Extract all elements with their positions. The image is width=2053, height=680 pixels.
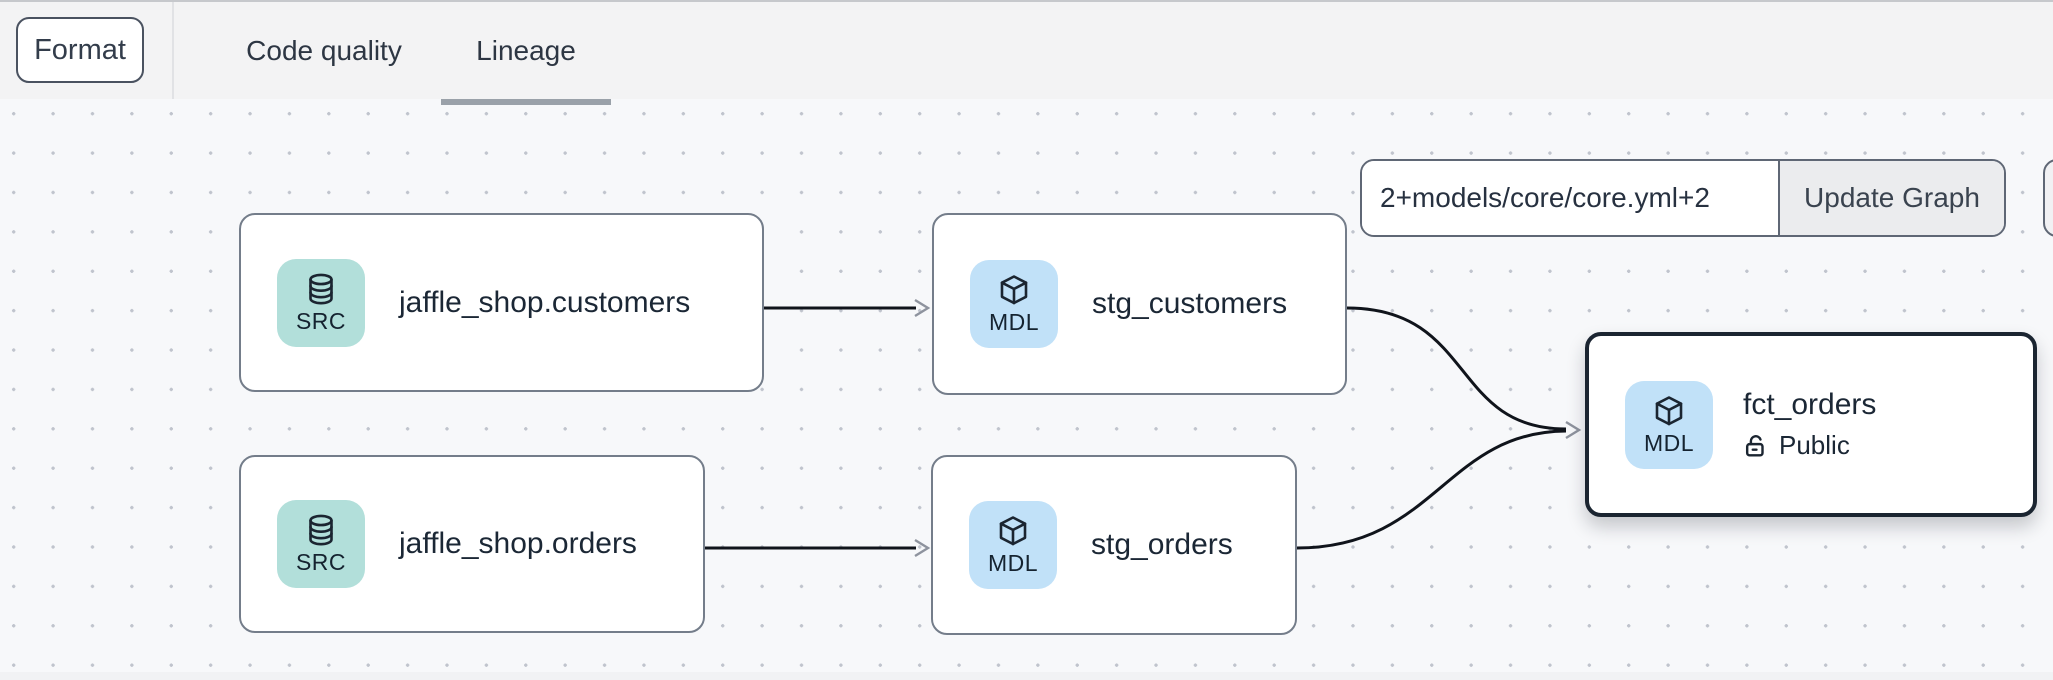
access-label: Public bbox=[1779, 430, 1850, 460]
canvas-bottom-strip bbox=[0, 672, 2053, 680]
node-label: stg_orders bbox=[1091, 528, 1233, 561]
lineage-canvas[interactable]: SRC jaffle_shop.customers MDL stg_custom… bbox=[0, 99, 2053, 680]
selector-toolbar: Update Graph bbox=[1360, 159, 2006, 237]
model-badge: MDL bbox=[970, 260, 1058, 348]
active-tab-underline bbox=[441, 99, 611, 105]
clipped-button[interactable] bbox=[2043, 159, 2053, 237]
tab-code-quality-label: Code quality bbox=[246, 34, 402, 66]
badge-label: MDL bbox=[987, 550, 1039, 576]
node-label: jaffle_shop.customers bbox=[399, 285, 691, 319]
node-fct-orders[interactable]: MDL fct_orders Public bbox=[1585, 332, 2037, 517]
node-stg-customers[interactable]: MDL stg_customers bbox=[932, 213, 1347, 395]
tab-lineage-label: Lineage bbox=[476, 34, 576, 66]
cube-icon bbox=[1000, 275, 1028, 305]
edge-arrowhead bbox=[914, 538, 931, 558]
badge-label: MDL bbox=[988, 309, 1040, 335]
selector-input[interactable] bbox=[1362, 161, 1778, 235]
source-badge: SRC bbox=[277, 258, 365, 347]
tab-lineage[interactable]: Lineage bbox=[441, 2, 611, 105]
update-graph-button[interactable]: Update Graph bbox=[1778, 161, 2004, 235]
node-jaffle-shop-customers[interactable]: SRC jaffle_shop.customers bbox=[239, 213, 764, 392]
node-jaffle-shop-orders[interactable]: SRC jaffle_shop.orders bbox=[239, 455, 705, 633]
format-button[interactable]: Format bbox=[16, 17, 144, 83]
badge-label: MDL bbox=[1643, 429, 1695, 456]
node-label: jaffle_shop.orders bbox=[399, 527, 637, 560]
cube-icon bbox=[999, 516, 1027, 546]
header-divider bbox=[172, 2, 174, 101]
database-icon bbox=[309, 273, 333, 304]
edge-arrowhead bbox=[914, 298, 931, 318]
edge-stgorders-to-fct bbox=[1296, 429, 1567, 550]
access-row: Public bbox=[1743, 430, 1876, 461]
top-bar: Format Code quality Lineage bbox=[0, 0, 2053, 105]
model-badge: MDL bbox=[969, 501, 1057, 589]
edge-stgcustomers-to-fct bbox=[1346, 306, 1567, 431]
badge-label: SRC bbox=[295, 549, 347, 575]
badge-label: SRC bbox=[295, 307, 347, 334]
node-label: stg_customers bbox=[1092, 287, 1288, 320]
tab-code-quality[interactable]: Code quality bbox=[218, 2, 430, 99]
model-badge: MDL bbox=[1625, 380, 1713, 469]
node-stg-orders[interactable]: MDL stg_orders bbox=[931, 455, 1297, 635]
database-icon bbox=[309, 514, 333, 546]
source-badge: SRC bbox=[277, 500, 365, 588]
unlock-icon bbox=[1745, 434, 1764, 456]
edge-arrowhead bbox=[1565, 420, 1582, 440]
cube-icon bbox=[1655, 395, 1683, 425]
node-label: fct_orders bbox=[1743, 388, 1877, 421]
